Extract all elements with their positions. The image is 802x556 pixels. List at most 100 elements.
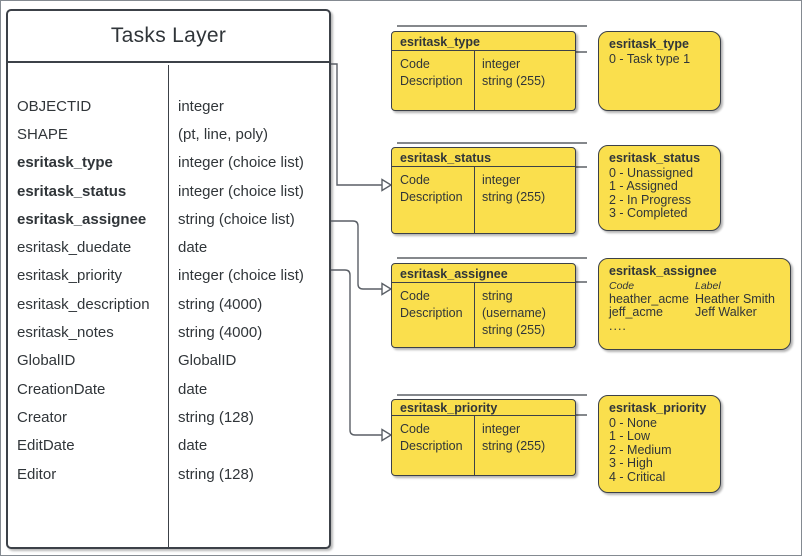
field-row-esritask-notes: esritask_notes string (4000) xyxy=(8,318,329,346)
domain-pairs: Code Label heather_acme Heather Smith je… xyxy=(609,280,786,320)
tasks-layer-table[interactable]: Tasks Layer OBJECTID integer SHAPE(pt, li… xyxy=(6,9,331,549)
field-type: date xyxy=(178,239,208,257)
field-type: date xyxy=(178,380,208,398)
attr-name: Description xyxy=(400,439,463,453)
domain-title: esritask_priority xyxy=(609,401,707,415)
domain-value: 2 - In Progress xyxy=(609,192,691,207)
field-row-shape: SHAPE(pt, line, poly) xyxy=(8,120,329,148)
field-row-editdate: EditDate date xyxy=(8,432,329,460)
arrowhead-priority xyxy=(381,428,393,442)
field-rows: OBJECTID integer SHAPE(pt, line, poly) es… xyxy=(8,65,329,488)
attr-type: integer xyxy=(482,422,521,436)
field-name: OBJECTID xyxy=(17,97,92,115)
field-type: string (4000) xyxy=(178,324,263,342)
field-type: (pt, line, poly) xyxy=(178,125,269,143)
field-name: esritask_duedate xyxy=(17,239,132,257)
domain-code: jeff_acme xyxy=(609,305,663,320)
domain-value: 0 - Unassigned xyxy=(609,165,694,180)
attr-name: Code xyxy=(400,173,430,187)
domain-value: 3 - High xyxy=(609,456,653,471)
field-type: string (128) xyxy=(178,465,254,483)
field-type: integer (choice list) xyxy=(178,154,304,172)
domain-value: 0 - None xyxy=(609,415,657,430)
attr-type: integer xyxy=(482,173,521,187)
domain-label: Jeff Walker xyxy=(695,305,757,320)
attr-type: string (255) xyxy=(482,439,546,453)
field-row-creator: Creator string (128) xyxy=(8,403,329,431)
field-row-esritask-status: esritask_status integer (choice list) xyxy=(8,177,329,205)
domain-code: heather_acme xyxy=(609,291,689,306)
attr-type: string (255) xyxy=(482,190,546,204)
field-table-title: esritask_priority xyxy=(392,400,575,416)
tasks-layer-body: OBJECTID integer SHAPE(pt, line, poly) es… xyxy=(8,65,329,547)
attr-name: Code xyxy=(400,57,430,71)
field-name: Editor xyxy=(17,465,57,483)
field-name: Creator xyxy=(17,408,68,426)
field-name: esritask_status xyxy=(17,182,127,200)
field-name: GlobalID xyxy=(17,352,76,370)
field-name: esritask_type xyxy=(17,154,113,172)
domain-title: esritask_type xyxy=(609,37,689,51)
field-name: CreationDate xyxy=(17,380,106,398)
field-type: integer (choice list) xyxy=(178,182,304,200)
domain-value: 1 - Assigned xyxy=(609,179,678,194)
attr-type: integer xyxy=(482,57,521,71)
field-row-globalid: GlobalID GlobalID xyxy=(8,347,329,375)
domain-list-esritask-priority[interactable]: esritask_priority 0 - None 1 - Low 2 - M… xyxy=(598,395,721,493)
arrowhead-assignee xyxy=(381,282,393,296)
domain-list-esritask-assignee[interactable]: esritask_assignee Code Label heather_acm… xyxy=(598,258,791,350)
domain-title: esritask_status xyxy=(609,151,701,165)
field-type: string (4000) xyxy=(178,295,263,313)
field-row-esritask-assignee: esritask_assignee string (choice list) xyxy=(8,205,329,233)
domain-value: 1 - Low xyxy=(609,429,650,444)
col-header-code: Code xyxy=(609,279,635,292)
connector-esritask-priority[interactable] xyxy=(331,269,383,436)
col-header-label: Label xyxy=(695,279,721,292)
field-name: esritask_assignee xyxy=(17,210,147,228)
connector-esritask-assignee[interactable] xyxy=(331,220,383,290)
column-divider xyxy=(168,65,170,547)
attr-type: string (255) xyxy=(482,323,546,337)
field-table-title: esritask_type xyxy=(392,32,575,51)
domain-value: 4 - Critical xyxy=(609,469,666,484)
field-name: esritask_priority xyxy=(17,267,123,285)
attr-name: Description xyxy=(400,74,463,88)
domain-value: 3 - Completed xyxy=(609,206,688,221)
domain-more-ellipsis: .... xyxy=(609,318,627,333)
field-row-objectid: OBJECTID integer xyxy=(8,92,329,120)
field-table-title: esritask_assignee xyxy=(392,264,575,283)
attr-name: Code xyxy=(400,289,430,303)
field-type: integer xyxy=(178,97,224,115)
field-type: string (choice list) xyxy=(178,210,295,228)
field-type: date xyxy=(178,437,208,455)
domain-list-esritask-status[interactable]: esritask_status 0 - Unassigned 1 - Assig… xyxy=(598,145,721,231)
field-row-creationdate: CreationDate date xyxy=(8,375,329,403)
field-type: GlobalID xyxy=(178,352,237,370)
field-type: string (128) xyxy=(178,408,254,426)
field-name: EditDate xyxy=(17,437,75,455)
field-table-title: esritask_status xyxy=(392,148,575,167)
domain-value: 2 - Medium xyxy=(609,442,672,457)
field-row-esritask-type: esritask_type integer (choice list) xyxy=(8,149,329,177)
connector-esritask-type[interactable] xyxy=(331,63,383,186)
tasks-layer-title: Tasks Layer xyxy=(8,11,329,63)
field-name: esritask_notes xyxy=(17,324,114,342)
field-type: integer (choice list) xyxy=(178,267,304,285)
domain-value: 0 - Task type 1 xyxy=(609,51,691,66)
domain-label: Heather Smith xyxy=(695,291,775,306)
domain-list-esritask-type[interactable]: esritask_type 0 - Task type 1 xyxy=(598,31,721,111)
attr-type: string (255) xyxy=(482,74,546,88)
field-row-esritask-duedate: esritask_duedate date xyxy=(8,233,329,261)
domain-title: esritask_assignee xyxy=(609,264,717,278)
field-row-esritask-priority: esritask_priority integer (choice list) xyxy=(8,262,329,290)
